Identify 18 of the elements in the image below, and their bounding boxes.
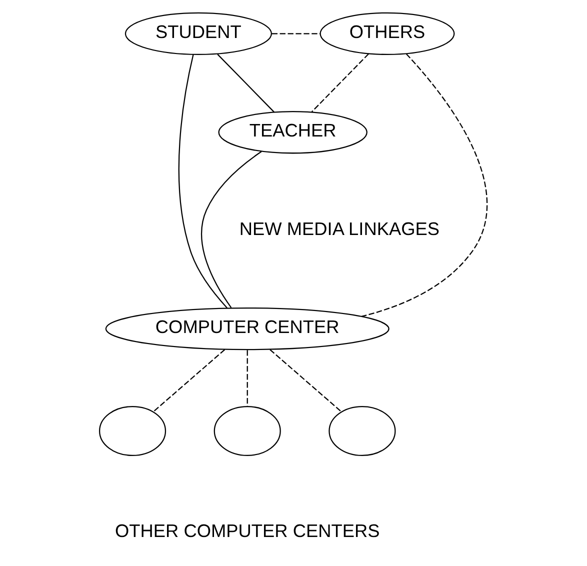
- connector: [178, 54, 228, 308]
- node-ellipse: TEACHER: [218, 111, 368, 154]
- node-circle: [328, 406, 396, 456]
- connector: [272, 33, 320, 34]
- connector: [361, 54, 488, 317]
- node-ellipse: STUDENT: [124, 12, 272, 56]
- node-ellipse: OTHERS: [320, 12, 455, 56]
- node-circle: [98, 406, 166, 456]
- label: OTHER COMPUTER CENTERS: [114, 521, 380, 542]
- connector: [270, 349, 342, 412]
- connector: [311, 53, 369, 112]
- connector: [246, 350, 248, 406]
- connector: [201, 151, 262, 308]
- label: NEW MEDIA LINKAGES: [239, 218, 440, 239]
- connector: [217, 54, 274, 112]
- node-ellipse: COMPUTER CENTER: [105, 307, 390, 350]
- node-circle: [214, 406, 281, 456]
- connector: [152, 349, 226, 412]
